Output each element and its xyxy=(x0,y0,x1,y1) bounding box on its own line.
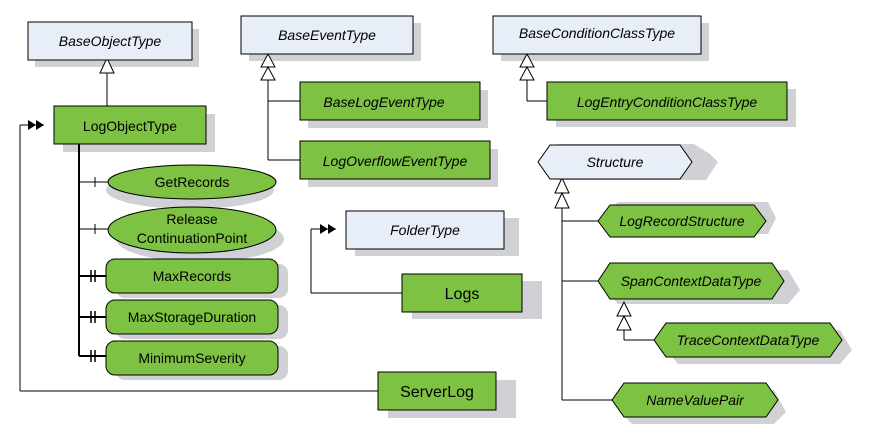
logs-object: Logs xyxy=(401,273,523,313)
server-log-label: ServerLog xyxy=(400,384,474,401)
max-records-label: MaxRecords xyxy=(153,268,232,284)
base-object-type-node: BaseObjectType xyxy=(27,21,193,61)
max-storage-duration-label: MaxStorageDuration xyxy=(128,309,256,325)
get-records-label: GetRecords xyxy=(155,174,230,190)
folder-type-node: FolderType xyxy=(345,210,505,250)
structure-label: Structure xyxy=(587,154,644,170)
log-entry-condition-class-type-label: LogEntryConditionClassType xyxy=(577,94,757,110)
log-overflow-event-type-node: LogOverflowEventType xyxy=(299,140,491,180)
release-label-line2: ContinuationPoint xyxy=(137,230,248,246)
log-record-structure-node: LogRecordStructure xyxy=(597,204,767,238)
log-object-type-label: LogObjectType xyxy=(83,118,177,134)
log-object-type-node: LogObjectType xyxy=(53,105,207,145)
release-label-line1: Release xyxy=(166,211,218,227)
base-event-type-label: BaseEventType xyxy=(278,27,376,43)
log-overflow-event-type-label: LogOverflowEventType xyxy=(323,153,468,169)
name-value-pair-node: NameValuePair xyxy=(611,382,779,418)
base-log-event-type-label: BaseLogEventType xyxy=(323,94,444,110)
max-records-property: MaxRecords xyxy=(105,258,279,294)
trace-context-data-type-node: TraceContextDataType xyxy=(653,322,843,358)
base-event-type-node: BaseEventType xyxy=(240,15,414,55)
structure-node: Structure xyxy=(537,144,693,180)
base-log-event-type-node: BaseLogEventType xyxy=(299,81,481,121)
span-context-data-type-label: SpanContextDataType xyxy=(621,273,762,289)
get-records-method: GetRecords xyxy=(107,164,277,200)
has-component-marks xyxy=(78,144,106,362)
max-storage-duration-property: MaxStorageDuration xyxy=(105,299,279,335)
type-definition-arrowheads xyxy=(28,120,336,234)
logs-label: Logs xyxy=(445,286,480,303)
span-context-data-type-node: SpanContextDataType xyxy=(597,262,785,300)
folder-type-label: FolderType xyxy=(390,222,460,238)
minimum-severity-property: MinimumSeverity xyxy=(105,340,279,376)
log-entry-condition-class-type-node: LogEntryConditionClassType xyxy=(546,81,788,121)
name-value-pair-label: NameValuePair xyxy=(646,392,745,408)
base-condition-class-type-node: BaseConditionClassType xyxy=(492,15,702,55)
server-log-object: ServerLog xyxy=(377,371,497,411)
trace-context-data-type-label: TraceContextDataType xyxy=(677,332,820,348)
minimum-severity-label: MinimumSeverity xyxy=(138,350,245,366)
log-record-structure-label: LogRecordStructure xyxy=(619,213,745,229)
subtype-arrowheads xyxy=(99,52,632,331)
release-continuation-point-method: Release ContinuationPoint xyxy=(107,206,277,254)
base-condition-class-type-label: BaseConditionClassType xyxy=(519,25,675,41)
base-object-type-label: BaseObjectType xyxy=(59,33,162,49)
